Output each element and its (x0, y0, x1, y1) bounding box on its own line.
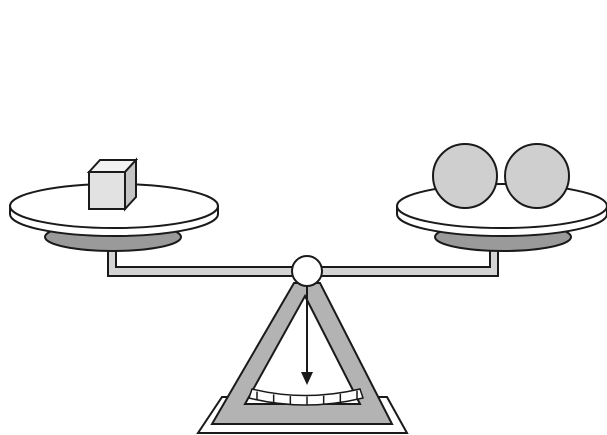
dial-scale (248, 388, 364, 406)
dial-ticks (256, 390, 358, 405)
pivot (291, 255, 323, 287)
cube-side (124, 157, 137, 212)
cube-front (88, 171, 126, 210)
pointer-arrowhead (301, 372, 313, 385)
right-pan-top (396, 183, 607, 229)
right-pan (396, 183, 607, 252)
cube (86, 157, 139, 212)
ball-left (432, 143, 498, 209)
ball-right (504, 143, 570, 209)
